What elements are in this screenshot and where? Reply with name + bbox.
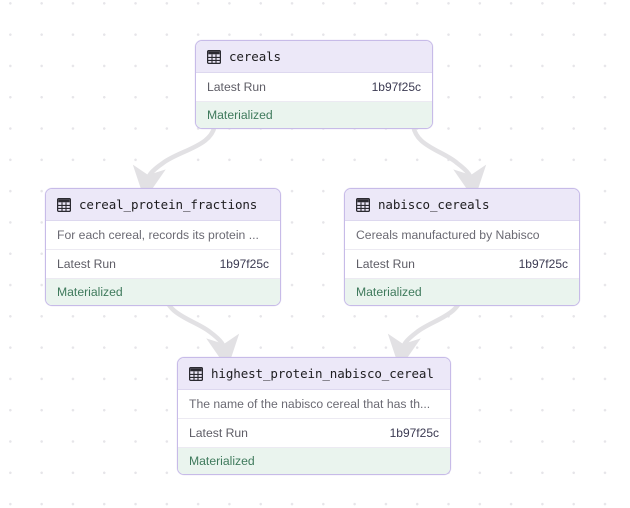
latest-run-row: Latest Run 1b97f25c [345, 250, 579, 279]
asset-node-cereals[interactable]: cereals Latest Run 1b97f25c Materialized [195, 40, 433, 129]
table-icon [207, 49, 221, 64]
latest-run-label: Latest Run [189, 426, 248, 440]
edge-cereals-to-nabisco_cereals [410, 119, 487, 200]
latest-run-label: Latest Run [356, 257, 415, 271]
latest-run-row: Latest Run 1b97f25c [196, 73, 432, 102]
asset-node-description: The name of the nabisco cereal that has … [178, 390, 450, 419]
status-badge: Materialized [178, 448, 450, 474]
table-icon [189, 366, 203, 381]
asset-node-header[interactable]: highest_protein_nabisco_cereal [178, 358, 450, 390]
asset-node-title: cereal_protein_fractions [79, 197, 258, 212]
latest-run-value[interactable]: 1b97f25c [371, 80, 421, 94]
latest-run-row: Latest Run 1b97f25c [46, 250, 280, 279]
latest-run-label: Latest Run [57, 257, 116, 271]
latest-run-value[interactable]: 1b97f25c [389, 426, 439, 440]
table-icon [57, 197, 71, 212]
asset-node-title: cereals [229, 49, 281, 64]
latest-run-value[interactable]: 1b97f25c [219, 257, 269, 271]
latest-run-label: Latest Run [207, 80, 266, 94]
status-badge: Materialized [196, 102, 432, 128]
asset-node-title: highest_protein_nabisco_cereal [211, 366, 434, 381]
asset-node-highest-protein-nabisco-cereal[interactable]: highest_protein_nabisco_cereal The name … [177, 357, 451, 475]
asset-node-nabisco-cereals[interactable]: nabisco_cereals Cereals manufactured by … [344, 188, 580, 306]
asset-node-description: For each cereal, records its protein ... [46, 221, 280, 250]
asset-node-header[interactable]: cereals [196, 41, 432, 73]
asset-node-header[interactable]: cereal_protein_fractions [46, 189, 280, 221]
asset-node-title: nabisco_cereals [378, 197, 490, 212]
latest-run-value[interactable]: 1b97f25c [518, 257, 568, 271]
asset-node-cereal-protein-fractions[interactable]: cereal_protein_fractions For each cereal… [45, 188, 281, 306]
asset-node-description: Cereals manufactured by Nabisco [345, 221, 579, 250]
latest-run-row: Latest Run 1b97f25c [178, 419, 450, 448]
table-icon [356, 197, 370, 212]
status-badge: Materialized [46, 279, 280, 305]
status-badge: Materialized [345, 279, 579, 305]
edge-cereals-to-cereal_protein_fractions [132, 119, 218, 200]
asset-node-header[interactable]: nabisco_cereals [345, 189, 579, 221]
